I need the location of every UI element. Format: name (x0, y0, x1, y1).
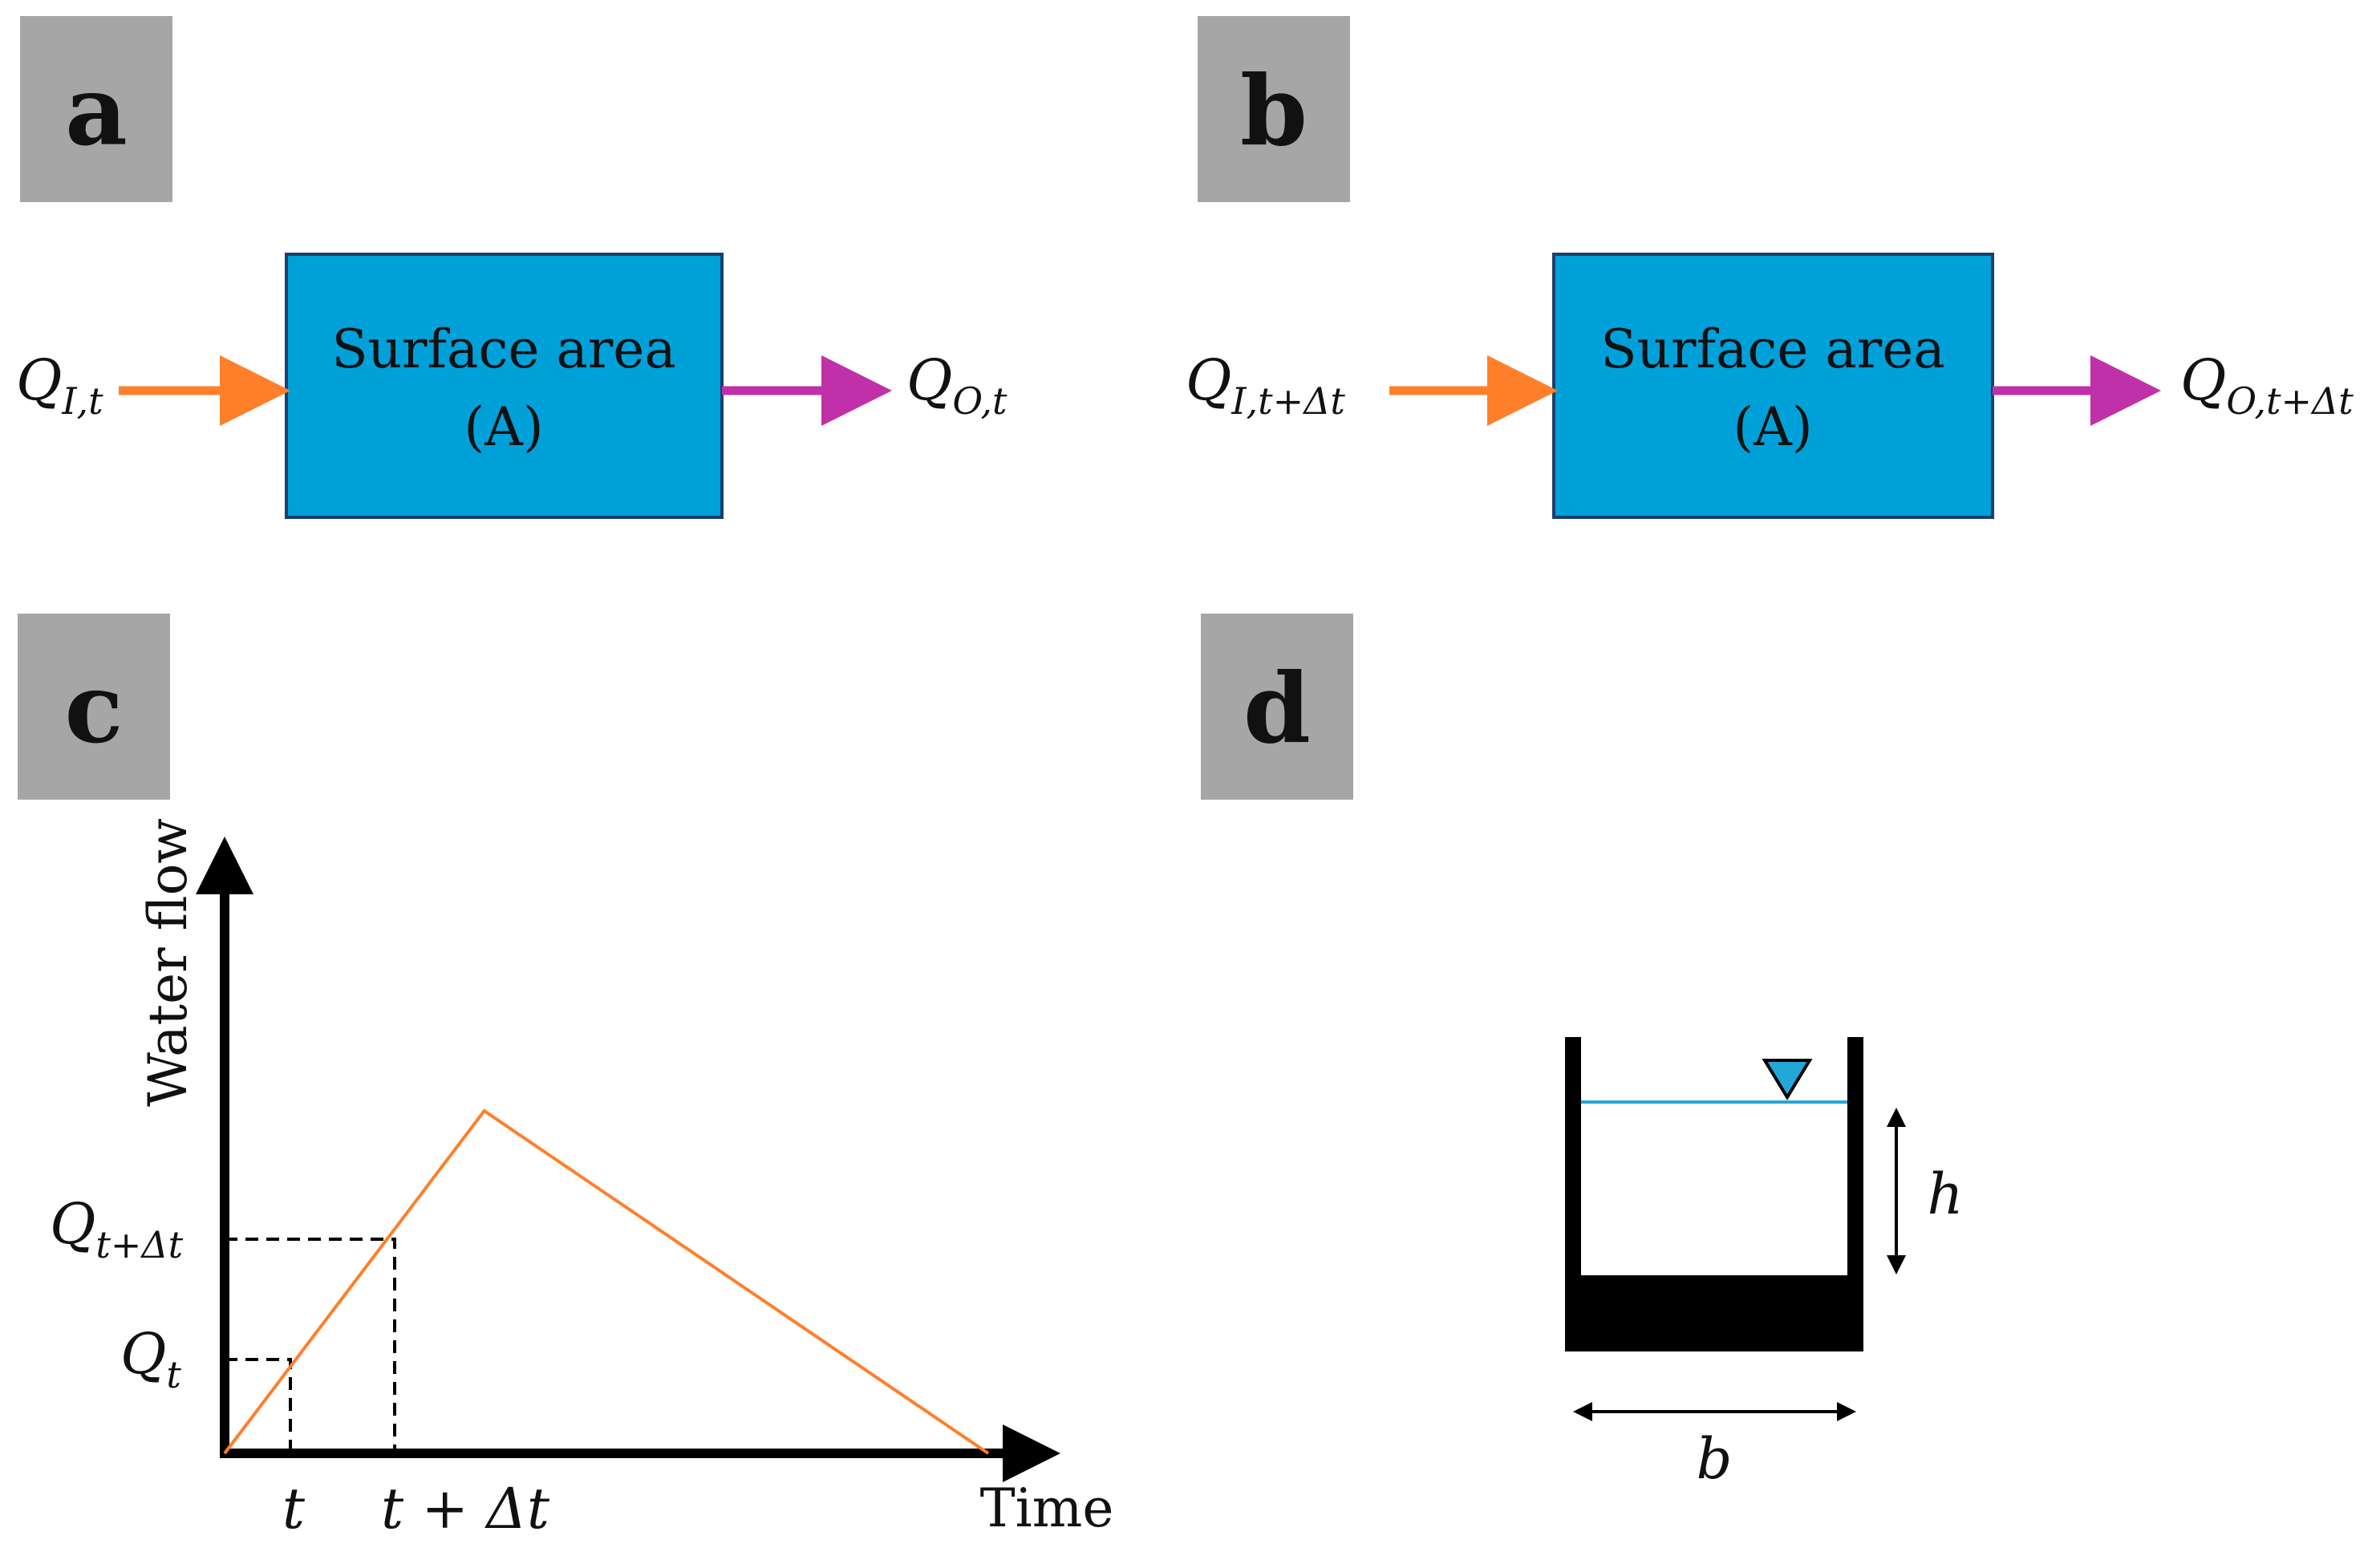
channel-bed (1565, 1275, 1863, 1351)
panel-c-tag (18, 614, 170, 800)
panel-b-inflow-label: QI,t+Δt (1186, 347, 1345, 423)
panel-b-surface-box (1552, 253, 1994, 519)
panel-b-letter: b (1240, 55, 1308, 168)
panel-b-box-line1: Surface area (1600, 318, 1944, 380)
guide-q-t (225, 1358, 292, 1449)
panel-a-box-line1: Surface area (331, 318, 675, 380)
panel-a: a Surface area (A) QI,t QO,t (16, 16, 1008, 519)
panel-a-letter: a (65, 55, 128, 168)
panel-a-surface-box (285, 253, 724, 519)
hydrograph-line (223, 1108, 990, 1455)
q-t-dt-label: Qt+Δt (50, 1191, 184, 1266)
panel-b-outflow-label: QO,t+Δt (2180, 347, 2354, 423)
guide-q-t-dt (225, 1238, 396, 1449)
x-axis-label: Time (980, 1477, 1114, 1539)
panel-c: c Water flow Time Qt Qt+Δt t t + Δt (18, 614, 1113, 1542)
panel-c-letter: c (64, 652, 123, 765)
panel-b: b Surface area (A) QI,t+Δt QO,t+Δt (1186, 16, 2354, 519)
panel-a-tag (20, 16, 172, 202)
panel-a-outflow-label: QO,t (906, 347, 1008, 423)
width-label: b (1697, 1426, 1733, 1492)
panel-d: d h b (1201, 614, 1964, 1492)
panel-d-tag (1201, 614, 1353, 800)
t-dt-tick-label: t + Δt (381, 1476, 550, 1542)
panel-a-inflow-label: QI,t (16, 347, 103, 423)
t-tick-label: t (282, 1476, 306, 1542)
panel-b-tag (1198, 16, 1350, 202)
channel-left-wall (1565, 1037, 1581, 1351)
height-label: h (1927, 1161, 1963, 1227)
panel-a-box-line2: (A) (464, 396, 543, 458)
channel-right-wall (1847, 1037, 1863, 1351)
q-t-label: Qt (120, 1321, 181, 1396)
water-level-icon (1762, 1059, 1813, 1100)
panel-b-box-line2: (A) (1733, 396, 1812, 458)
y-axis-label: Water flow (137, 818, 199, 1107)
panel-d-letter: d (1243, 652, 1311, 765)
